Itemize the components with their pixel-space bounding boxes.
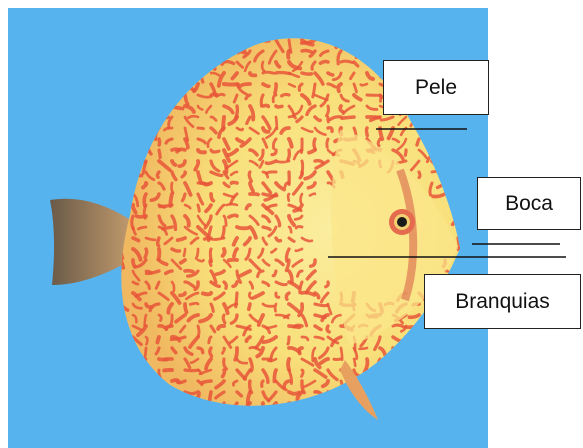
label-branquias: Branquias [424, 274, 581, 329]
label-pele: Pele [383, 60, 489, 115]
label-boca: Boca [477, 177, 581, 230]
